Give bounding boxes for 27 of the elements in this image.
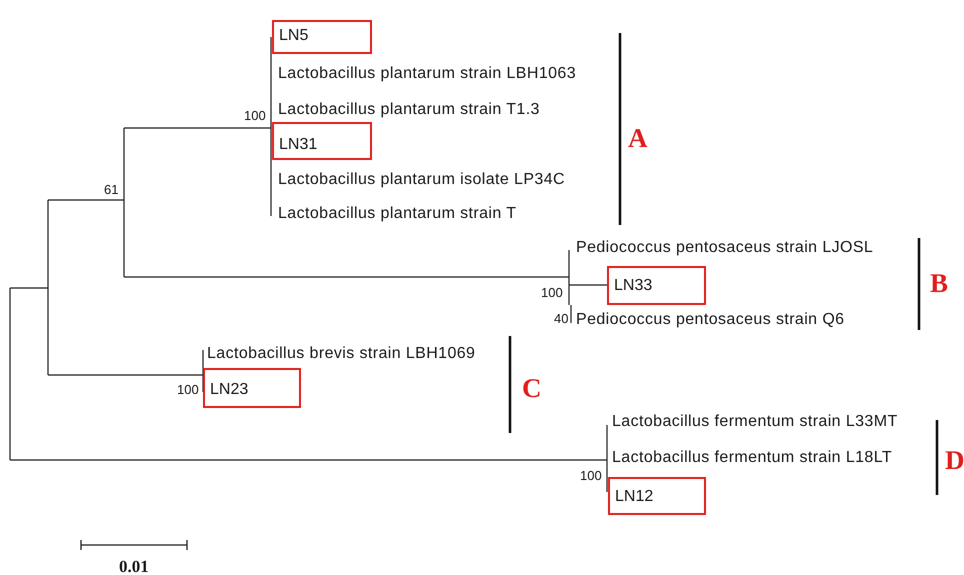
- taxon-label: Lactobacillus brevis strain LBH1069: [207, 346, 476, 362]
- taxon-label: LN23: [210, 382, 248, 398]
- scale-label: 0.01: [119, 558, 149, 574]
- taxon-label: LN5: [279, 28, 308, 44]
- taxon-label: Lactobacillus plantarum strain LBH1063: [278, 66, 576, 82]
- clade-letter: B: [930, 270, 948, 296]
- highlight-box: [272, 122, 372, 160]
- taxon-label: LN31: [279, 137, 318, 153]
- bootstrap-value: 40: [554, 312, 568, 324]
- bootstrap-value: 61: [104, 182, 118, 196]
- clade-letter: A: [628, 124, 648, 152]
- taxon-label: LN33: [614, 278, 652, 294]
- clade-letter: D: [945, 446, 964, 474]
- taxon-label: Lactobacillus fermentum strain L33MT: [612, 414, 898, 430]
- clade-letter: C: [522, 374, 542, 402]
- bootstrap-value: 100: [244, 108, 266, 122]
- taxon-label: LN12: [615, 489, 654, 505]
- bootstrap-value: 100: [541, 286, 563, 298]
- bootstrap-value: 100: [177, 382, 199, 396]
- highlight-box: [203, 368, 301, 408]
- taxon-label: Lactobacillus plantarum strain T1.3: [278, 102, 540, 118]
- taxon-label: Lactobacillus plantarum strain T: [278, 206, 516, 222]
- highlight-box: [607, 266, 706, 305]
- highlight-box: [272, 20, 372, 54]
- bootstrap-value: 100: [580, 468, 602, 482]
- highlight-box: [608, 477, 706, 515]
- taxon-label: Lactobacillus fermentum strain L18LT: [612, 450, 892, 466]
